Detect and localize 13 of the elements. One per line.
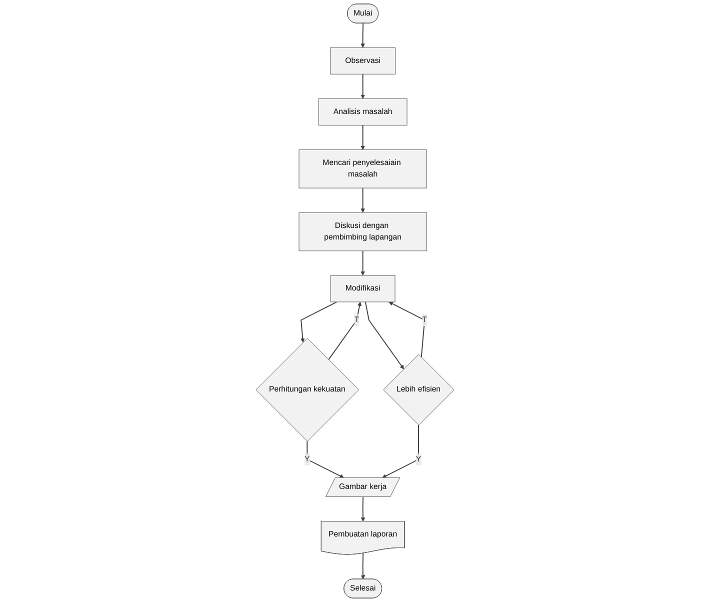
arrow xyxy=(360,74,365,99)
arrow xyxy=(360,22,365,48)
arrow xyxy=(360,250,365,276)
arrow xyxy=(382,424,419,478)
arrow xyxy=(360,496,366,522)
arrow xyxy=(360,188,365,213)
arrow xyxy=(360,552,366,580)
arrow xyxy=(388,302,426,358)
arrow xyxy=(306,440,344,478)
arrow xyxy=(360,124,365,150)
arrow xyxy=(300,301,338,343)
arrow xyxy=(364,301,404,370)
arrow xyxy=(328,302,362,360)
